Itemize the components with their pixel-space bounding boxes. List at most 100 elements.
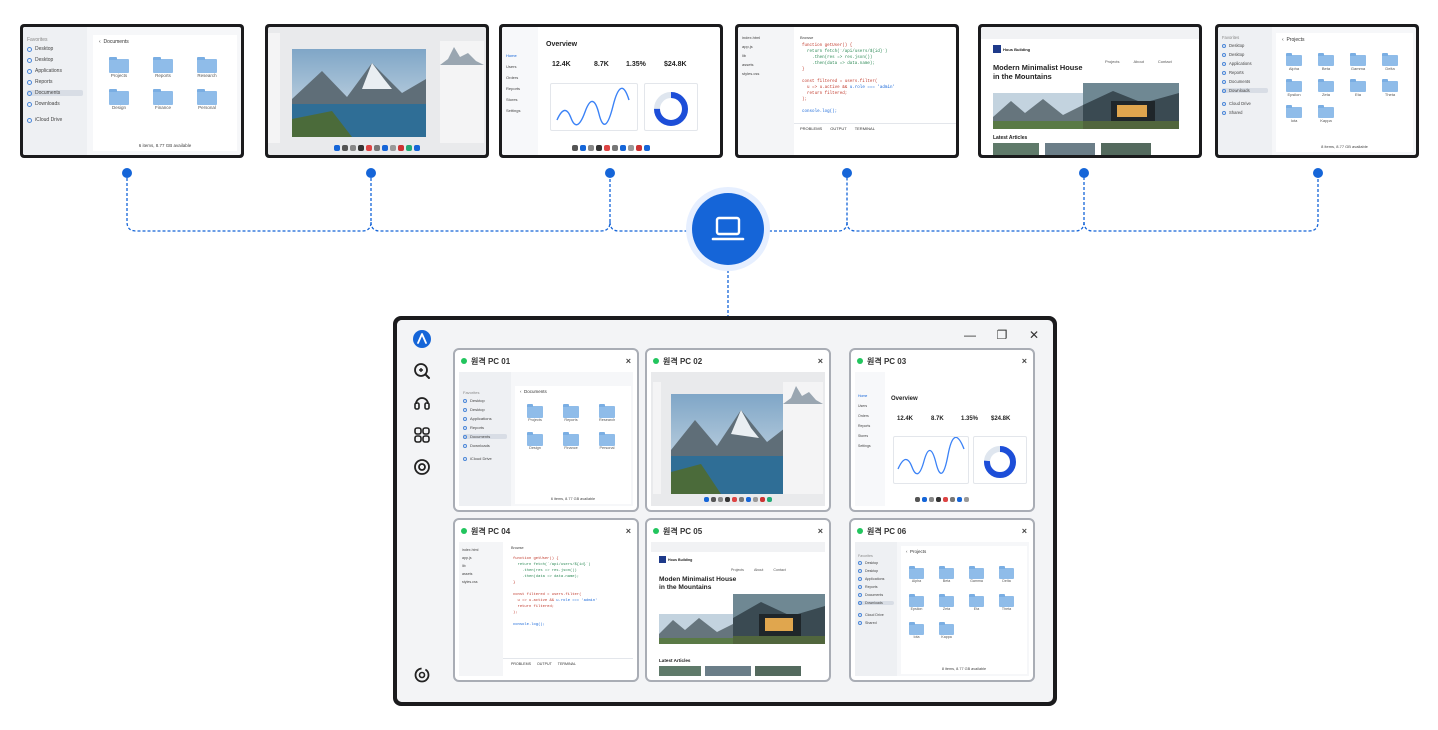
- folder: Kappa: [939, 622, 954, 639]
- remote-pc-tile[interactable]: 원격 PC 04× index.html app.js lib assets s…: [453, 518, 639, 682]
- settings-icon[interactable]: [411, 664, 433, 686]
- sidebar-item: Users: [506, 64, 517, 69]
- remote-pc-tile[interactable]: 원격 PC 02×: [645, 348, 831, 512]
- remote-pc-tile[interactable]: 원격 PC 03× Home Users Orders Reports Stor…: [849, 348, 1035, 512]
- maximize-button[interactable]: ❐: [996, 328, 1008, 342]
- sidebar-item: Shared: [1222, 110, 1268, 115]
- sidebar-header: Favorites: [1222, 35, 1240, 40]
- connection-dot: [605, 168, 615, 178]
- target-icon[interactable]: [411, 456, 433, 478]
- remote-pc-label: 원격 PC 04: [471, 526, 511, 536]
- sidebar-item: Shared: [858, 621, 894, 625]
- online-indicator: [461, 358, 467, 364]
- sidebar-item: Home: [506, 53, 517, 58]
- close-button[interactable]: ✕: [1028, 328, 1040, 342]
- connection-dot: [842, 168, 852, 178]
- house-photo: [1083, 83, 1179, 129]
- laptop-icon: [711, 216, 745, 241]
- minimize-button[interactable]: —: [964, 328, 976, 342]
- file-item: assets: [742, 62, 754, 67]
- sidebar-item: Desktop: [858, 561, 894, 565]
- sidebar-item: Reports: [27, 79, 83, 85]
- connection-dot: [1313, 168, 1323, 178]
- folder: Iota: [909, 622, 924, 639]
- code-area: function getUser() { return fetch(`/api/…: [513, 557, 598, 627]
- tile-close-button[interactable]: ×: [625, 356, 631, 366]
- sidebar-item: Applications: [1222, 61, 1268, 66]
- dock: [502, 145, 720, 154]
- thumbnail-dashboard: Home Users Orders Reports Stores Setting…: [499, 24, 723, 158]
- sidebar-item: Documents: [858, 593, 894, 597]
- window-title: ‹ Projects: [906, 549, 927, 554]
- file-item: app.js: [462, 556, 472, 560]
- folder: Eta: [969, 594, 984, 611]
- folder: Personal: [599, 432, 615, 450]
- tile-close-button[interactable]: ×: [1021, 356, 1027, 366]
- site-brand: Hous Building: [659, 556, 692, 563]
- sidebar-item: Applications: [27, 68, 83, 74]
- folder: Projects: [527, 404, 543, 422]
- folder: Gamma: [969, 566, 984, 583]
- tool-palette: [653, 382, 661, 494]
- folder: Delta: [1382, 53, 1398, 71]
- sidebar-item: Users: [858, 404, 868, 408]
- folder: Alpha: [909, 566, 924, 583]
- navigation-rail: [397, 320, 447, 702]
- folder: Research: [599, 404, 615, 422]
- folder: Finance: [563, 432, 579, 450]
- sidebar-item: Desktop: [463, 407, 507, 412]
- folder: Gamma: [1350, 53, 1366, 71]
- folder: Zeta: [939, 594, 954, 611]
- folder: Reports: [563, 404, 579, 422]
- adjustments-panel: [440, 41, 484, 143]
- folder: Delta: [999, 566, 1014, 583]
- sidebar-item: Orders: [858, 414, 869, 418]
- folder: Zeta: [1318, 79, 1334, 97]
- grid-view-icon[interactable]: [411, 424, 433, 446]
- support-icon[interactable]: [411, 392, 433, 414]
- folder: Finance: [153, 89, 173, 110]
- sidebar-item: Settings: [858, 444, 871, 448]
- thumbnail-finder-documents: Favorites Desktop Desktop Applications R…: [20, 24, 244, 158]
- sidebar-item: Settings: [506, 108, 521, 113]
- browser-toolbar: [981, 27, 1199, 39]
- dock: [651, 497, 825, 505]
- remote-pc-label: 원격 PC 01: [471, 356, 511, 366]
- connection-dot: [1079, 168, 1089, 178]
- tile-close-button[interactable]: ×: [817, 526, 823, 536]
- thumbnail-finder-projects: Favorites Desktop Desktop Applications R…: [1215, 24, 1419, 158]
- app-logo-icon[interactable]: [411, 328, 433, 350]
- file-item: app.js: [742, 44, 753, 49]
- dashboard-title: Overview: [891, 396, 918, 402]
- articles-heading: Latest Articles: [659, 658, 691, 663]
- sidebar-item: Desktop: [27, 57, 83, 63]
- sidebar-item: Desktop: [858, 569, 894, 573]
- laptop-hub: [692, 193, 764, 265]
- window-title: ‹ Documents: [520, 389, 547, 394]
- remote-pc-tile[interactable]: 원격 PC 06× Favorites Desktop Desktop Appl…: [849, 518, 1035, 682]
- folder: Theta: [999, 594, 1014, 611]
- status-bar: 8 items, 8.77 GB available: [941, 667, 987, 671]
- tile-close-button[interactable]: ×: [625, 526, 631, 536]
- sidebar-item: Desktop: [463, 398, 507, 403]
- folder: Epsilon: [909, 594, 924, 611]
- donut-chart-card: [973, 436, 1027, 484]
- zoom-icon[interactable]: [411, 360, 433, 382]
- window-title: ‹ Projects: [1282, 37, 1305, 43]
- file-item: lib: [742, 53, 747, 58]
- window-title: ‹ Documents: [99, 39, 129, 45]
- remote-pc-tile[interactable]: 원격 PC 01× Favorites Desktop Desktop Appl…: [453, 348, 639, 512]
- stat-value: $24.8K: [664, 61, 687, 68]
- folder: Epsilon: [1286, 79, 1302, 97]
- folder: Research: [197, 57, 217, 78]
- sidebar-item: Desktop: [1222, 43, 1268, 48]
- tile-close-button[interactable]: ×: [1021, 526, 1027, 536]
- tile-close-button[interactable]: ×: [817, 356, 823, 366]
- online-indicator: [461, 528, 467, 534]
- online-indicator: [857, 358, 863, 364]
